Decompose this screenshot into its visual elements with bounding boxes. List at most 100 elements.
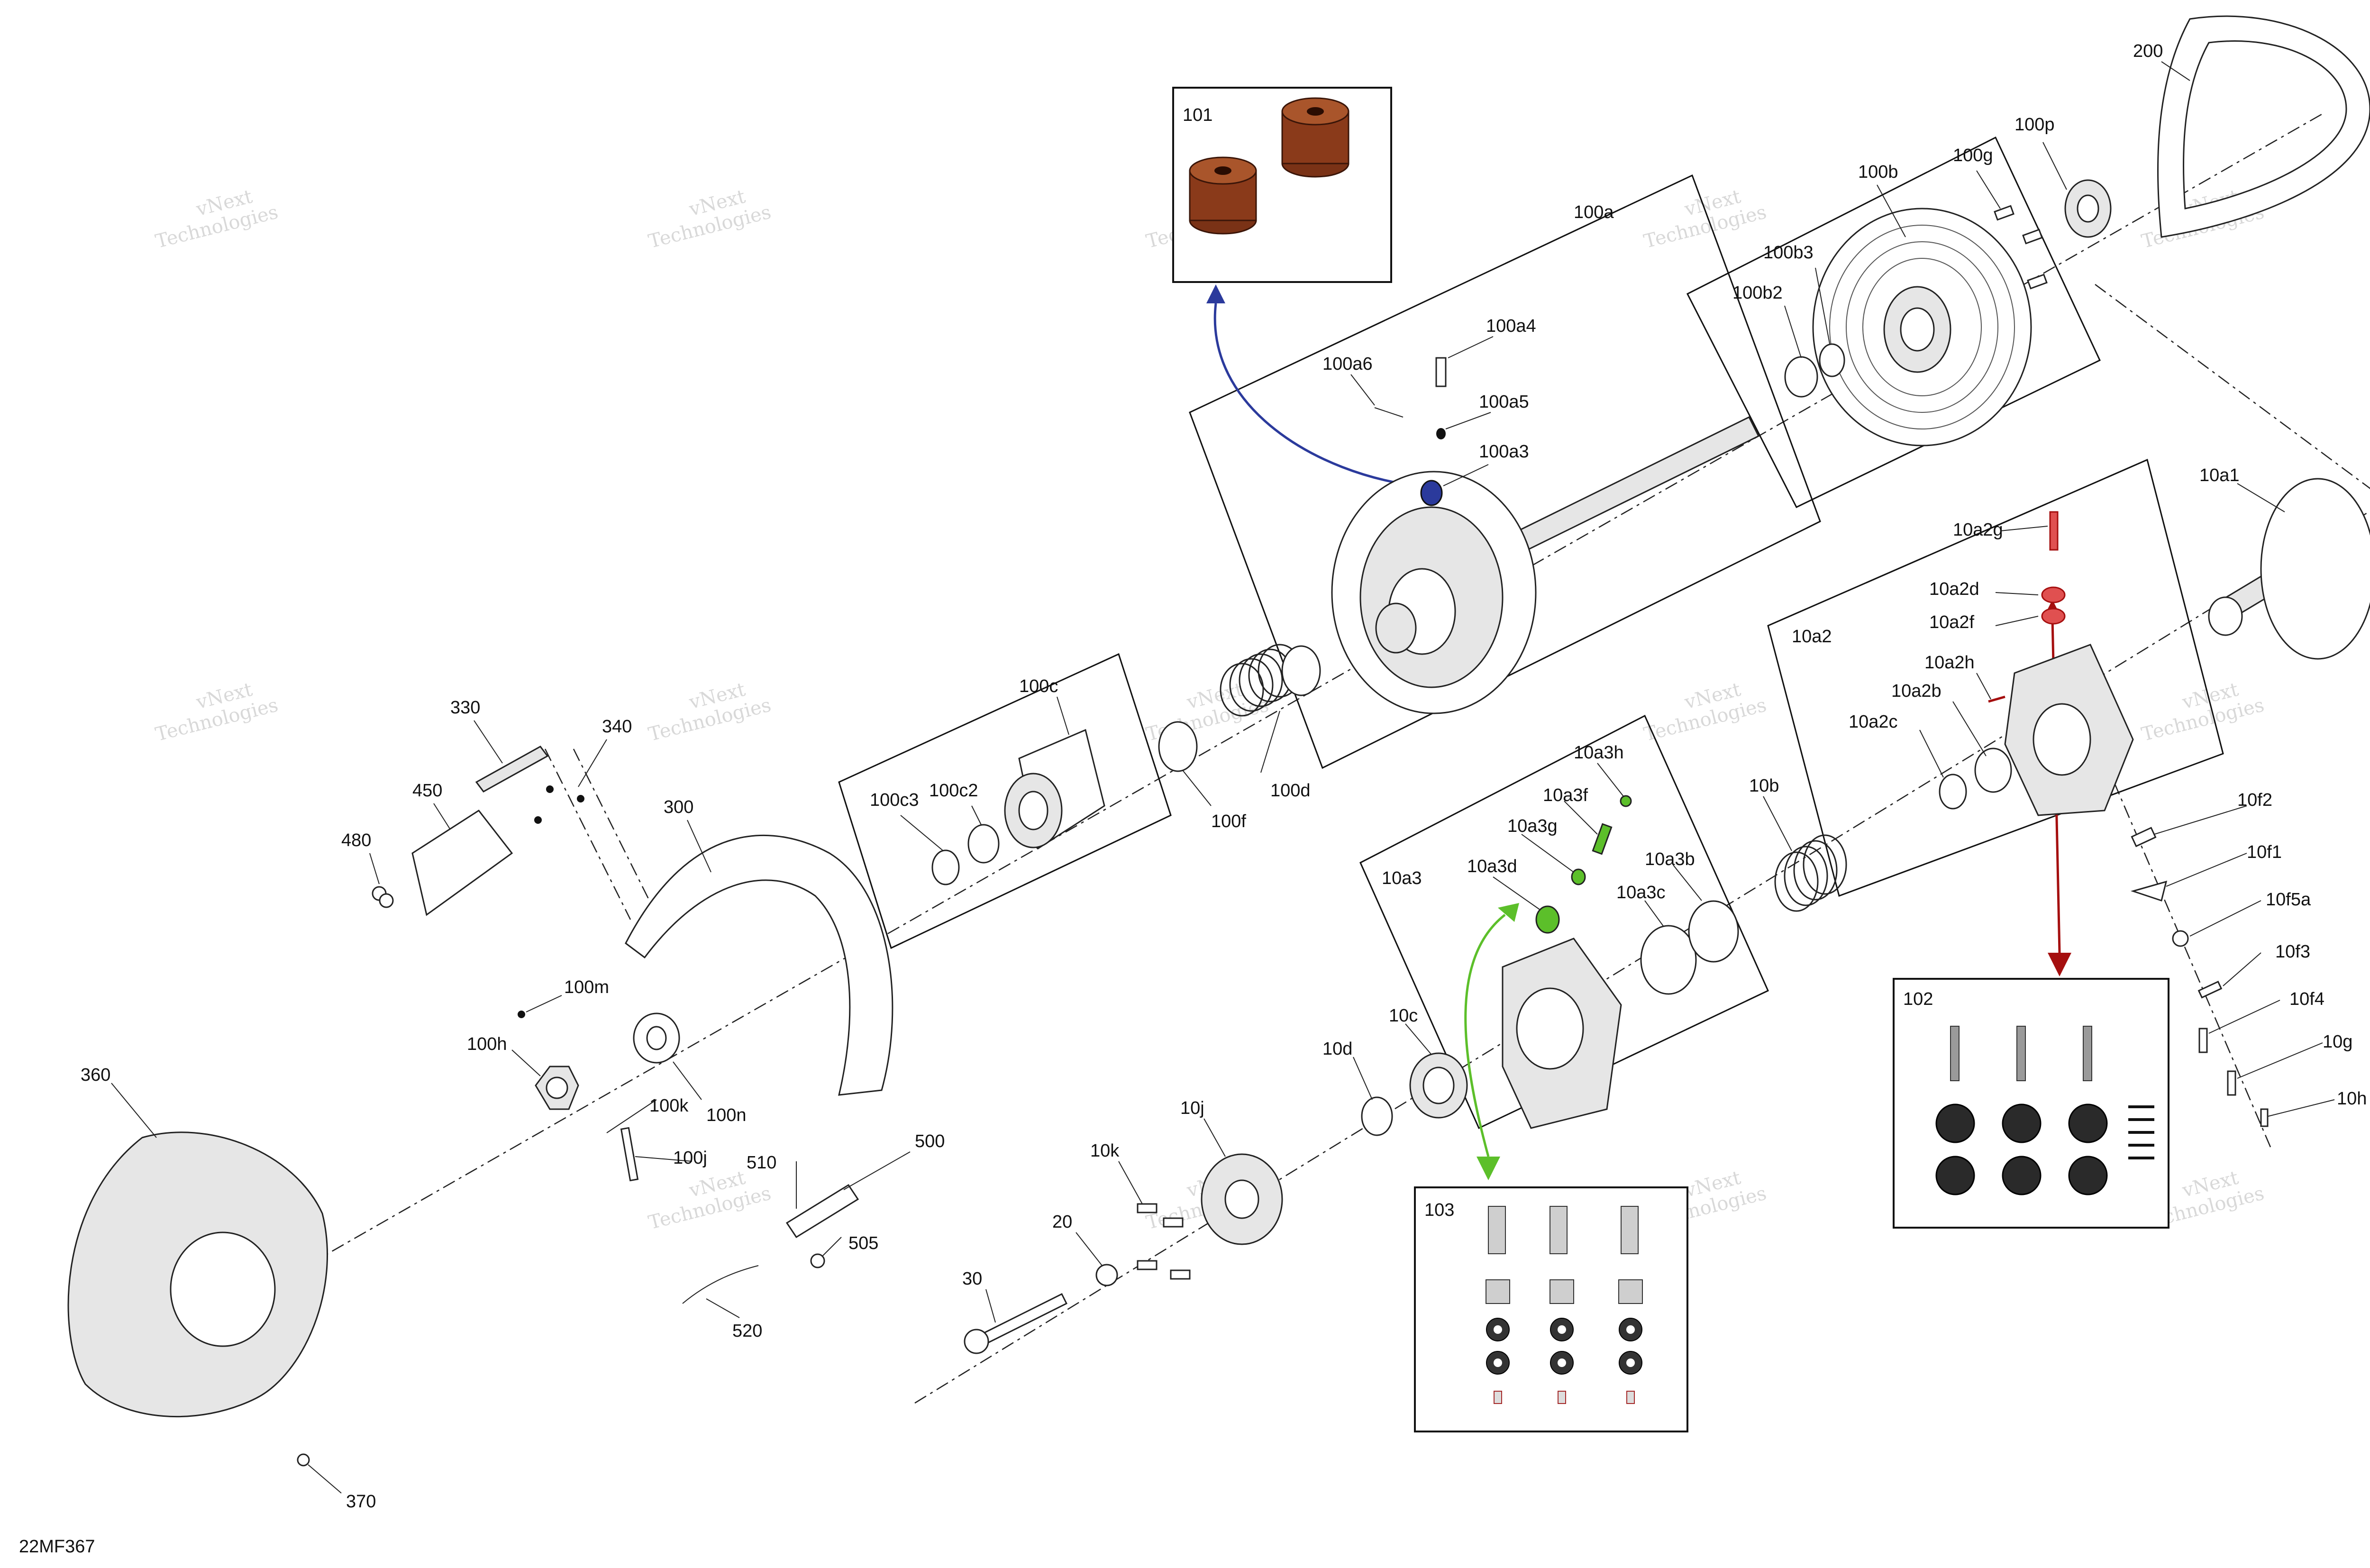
label-480: 480 [341, 830, 371, 850]
kit-102-cap [2041, 608, 2066, 625]
arrow-head-icon [2048, 953, 2071, 976]
label-10g: 10g [2323, 1032, 2352, 1052]
engine-cover [170, 1231, 276, 1347]
label-10a2g: 10a2g [1953, 520, 2003, 540]
kit-102-inset: 102 [1893, 978, 2169, 1229]
nut-icon [518, 1011, 525, 1018]
label-520: 520 [732, 1321, 762, 1341]
label-10a2d: 10a2d [1929, 579, 1979, 599]
part-labels: 200 100p 100g 100b 100b3 100b2 100a 100a… [81, 41, 2367, 1512]
label-450: 450 [412, 781, 442, 801]
arrow-head-icon [1498, 903, 1519, 922]
label-10a2h: 10a2h [1924, 653, 1975, 673]
bushing [1640, 925, 1697, 995]
label-200: 200 [2133, 41, 2163, 61]
sub-assembly-frames [838, 136, 2224, 1130]
label-100k: 100k [649, 1096, 689, 1116]
arrow-head-icon [1206, 284, 1225, 303]
shim-ring [1281, 645, 1321, 696]
kit-102-label: 102 [1903, 989, 1933, 1009]
frame-100b [1686, 136, 2101, 508]
label-330: 330 [450, 698, 480, 718]
label-100a5: 100a5 [1479, 392, 1529, 412]
label-100c: 100c [1019, 676, 1058, 696]
label-10d: 10d [1322, 1039, 1352, 1059]
drive-sheave [2208, 478, 2370, 660]
shim-icon [2128, 1105, 2154, 1159]
label-10f5a: 10f5a [2266, 890, 2311, 910]
spring-icon [1774, 834, 1847, 912]
fastener-axis-340 [573, 748, 655, 911]
retaining-ring [931, 849, 960, 885]
label-20: 20 [1052, 1212, 1072, 1232]
label-10j: 10j [1180, 1098, 1204, 1118]
label-10h: 10h [2337, 1089, 2367, 1109]
retaining-ring [1819, 343, 1845, 377]
kit-101-bushing [1420, 480, 1443, 506]
nut-icon [810, 1253, 825, 1268]
label-100b3: 100b3 [1763, 243, 1814, 263]
center-axis-lower [914, 510, 2370, 1404]
driven-sheave [1812, 208, 2032, 447]
fastener-axis [2113, 782, 2271, 1148]
belt-guard [625, 834, 893, 1096]
label-100m: 100m [564, 977, 609, 997]
cap-icon [1935, 1103, 2108, 1195]
label-505: 505 [848, 1233, 878, 1253]
movable-sheave [2004, 644, 2134, 816]
label-100n: 100n [706, 1105, 747, 1125]
label-10k: 10k [1090, 1141, 1120, 1161]
retaining-ring [1939, 774, 1967, 810]
label-10a2f: 10a2f [1929, 612, 1975, 632]
bushing [1784, 356, 1818, 398]
label-100c3: 100c3 [870, 790, 919, 810]
bushing [967, 824, 1000, 864]
spider [1502, 938, 1622, 1129]
frame-100a [1189, 174, 1821, 769]
cam [1004, 729, 1105, 850]
frame-100c [838, 653, 1172, 949]
nut-icon [1436, 428, 1446, 439]
kit-103-screw [1620, 795, 1632, 807]
label-100a3: 100a3 [1479, 442, 1529, 462]
washer-icon [1494, 1325, 1635, 1367]
label-10f4: 10f4 [2289, 989, 2324, 1009]
nut-icon [372, 886, 394, 908]
frame-10a3 [1359, 714, 1769, 1130]
kit-103-washer [1571, 868, 1586, 885]
rubber-bushing-icon [1281, 97, 1349, 178]
bearing [2077, 194, 2099, 223]
arrow-head-icon [1477, 1157, 1500, 1180]
kit-102-shim [1988, 695, 2005, 703]
diagram-id: 22MF367 [19, 1537, 95, 1557]
label-10a3b: 10a3b [1645, 849, 1695, 869]
label-30: 30 [962, 1269, 982, 1289]
screw-icon [1137, 1203, 1191, 1280]
label-100a4: 100a4 [1486, 316, 1536, 336]
kit-101-label: 101 [1183, 105, 1212, 125]
bearing [1422, 1067, 1455, 1104]
kit-103-inset: 103 [1414, 1186, 1688, 1432]
label-510: 510 [747, 1153, 776, 1173]
label-100h: 100h [467, 1034, 507, 1054]
label-10f1: 10f1 [2247, 842, 2282, 862]
screw-icon [1494, 1391, 1635, 1404]
rubber-bushing-icon [1189, 156, 1257, 235]
label-360: 360 [81, 1065, 110, 1085]
bracket [785, 1184, 859, 1239]
label-10b: 10b [1749, 776, 1779, 796]
label-100g: 100g [1953, 146, 1993, 165]
label-10c: 10c [1389, 1006, 1418, 1026]
label-10a3f: 10a3f [1543, 785, 1588, 805]
label-10a2b: 10a2b [1891, 681, 1942, 701]
frame-10a2 [1767, 458, 2224, 897]
vent-plate [411, 809, 513, 916]
spring-icon [1220, 644, 1302, 717]
label-10a3: 10a3 [1382, 868, 1422, 888]
belt-guide-line [2095, 283, 2370, 489]
label-10f2: 10f2 [2237, 790, 2272, 810]
kit-103-arrow [1464, 914, 1506, 1157]
bushing [1974, 748, 2012, 793]
leader-lines [111, 61, 2335, 1494]
